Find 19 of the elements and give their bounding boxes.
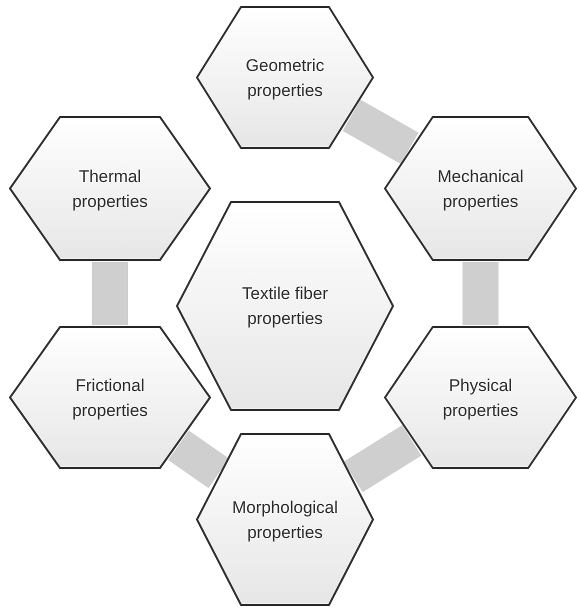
hexagon-label: Textile fiber properties bbox=[241, 283, 329, 330]
connector-band bbox=[344, 425, 422, 492]
hexagon bbox=[383, 325, 578, 470]
hexagon-label: Mechanical properties bbox=[436, 166, 524, 212]
hexagon-label: Morphological properties bbox=[231, 496, 339, 544]
connector-band bbox=[168, 430, 230, 488]
hexagon-label: Geometric properties bbox=[244, 54, 326, 102]
hexagon bbox=[383, 115, 578, 262]
connector-band bbox=[92, 262, 128, 325]
hexagon bbox=[195, 432, 375, 607]
hexagon bbox=[8, 325, 212, 470]
hexagon-label: Thermal properties bbox=[71, 166, 149, 212]
hexagon bbox=[195, 5, 375, 150]
connector-band bbox=[342, 100, 419, 164]
hexagon bbox=[8, 115, 212, 262]
hexagon-label: Frictional properties bbox=[71, 374, 149, 422]
connector-band bbox=[462, 262, 498, 325]
hexagon-label: Physical properties bbox=[442, 374, 520, 422]
hexagon bbox=[175, 200, 395, 412]
